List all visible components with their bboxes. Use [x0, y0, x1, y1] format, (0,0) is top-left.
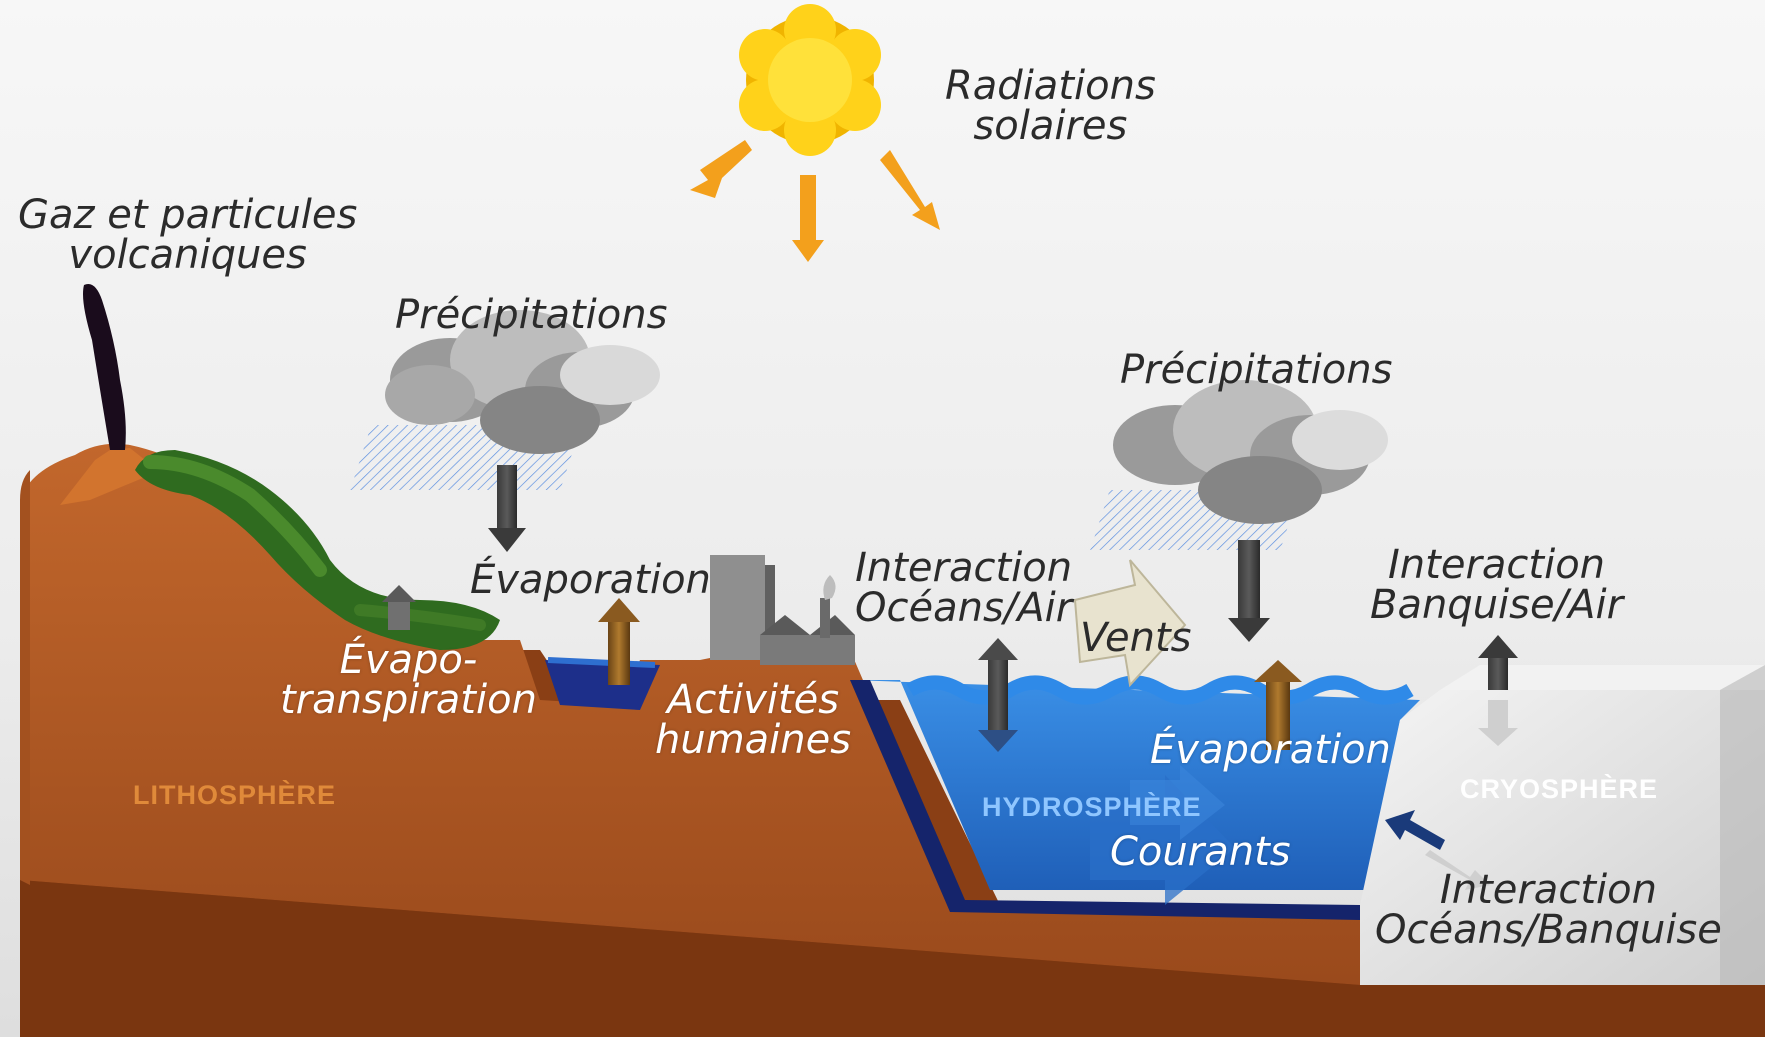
- evaporation-arrow: [1254, 660, 1302, 750]
- factory-icon: [710, 555, 855, 665]
- volcanic-gas-line-2: volcaniques: [68, 232, 307, 278]
- lake: [545, 660, 660, 710]
- ice-air-line-1: Interaction: [1388, 542, 1606, 588]
- evapotranspiration-label: Évapo- transpiration: [280, 640, 537, 720]
- ocean-air-interaction-label: Interaction Océans/Air: [855, 548, 1072, 628]
- current-arrow-icon: [1090, 775, 1235, 905]
- ice-air-interaction-label: Interaction Banquise/Air: [1370, 545, 1623, 625]
- evapotranspiration-line-1: Évapo-: [339, 637, 478, 683]
- human-activities-line-1: Activités: [667, 677, 840, 723]
- radiations-line-1: Radiations: [945, 63, 1156, 109]
- precipitation-label-left: Précipitations: [395, 292, 668, 338]
- cryosphere-zone-label: CRYOSPHÈRE: [1460, 774, 1659, 804]
- cryosphere-block: [1360, 665, 1765, 985]
- ocean-air-line-1: Interaction: [855, 545, 1073, 591]
- evapotranspiration-line-2: transpiration: [280, 677, 537, 723]
- lithosphere-zone-label: LITHOSPHÈRE: [133, 780, 337, 810]
- ocean-ice-line-1: Interaction: [1439, 867, 1657, 913]
- current-arrow-icon: [1130, 765, 1225, 840]
- ocean-air-line-2: Océans/Air: [855, 585, 1073, 631]
- hydrosphere-zone-label: HYDROSPHÈRE: [982, 792, 1202, 822]
- cloud-icon: [1090, 380, 1388, 550]
- banquise-air-arrow: [1478, 635, 1518, 746]
- sun-rays: [690, 140, 940, 262]
- radiations-label: Radiations solaires: [945, 66, 1156, 146]
- wind-arrow-icon: [1073, 559, 1187, 688]
- ocean-ice-arrow: [1385, 810, 1445, 850]
- evaporation-label-ocean: Évaporation: [1150, 727, 1391, 773]
- evaporation-arrow: [598, 598, 640, 685]
- currents-label: Courants: [1110, 829, 1291, 875]
- ocean-ice-arrow: [1425, 850, 1490, 890]
- volcano: [60, 284, 150, 505]
- winds-label: Vents: [1080, 615, 1192, 661]
- sun-icon: [739, 4, 881, 156]
- human-activities-label: Activités humaines: [655, 680, 851, 760]
- precipitation-arrow: [488, 465, 526, 552]
- volcanic-gas-label: Gaz et particules volcaniques: [18, 195, 357, 275]
- house-icon: [382, 585, 416, 630]
- precipitation-arrow: [1228, 540, 1270, 642]
- radiations-line-2: solaires: [973, 103, 1128, 149]
- evaporation-label-land: Évaporation: [470, 557, 711, 603]
- cloud-icon: [350, 310, 660, 490]
- volcanic-gas-line-1: Gaz et particules: [18, 192, 358, 238]
- ice-air-line-2: Banquise/Air: [1370, 582, 1624, 628]
- human-activities-line-2: humaines: [655, 717, 852, 763]
- precipitation-label-right: Précipitations: [1120, 347, 1393, 393]
- ocean-ice-interaction-label: Interaction Océans/Banquise: [1375, 870, 1722, 950]
- ocean-air-arrow: [978, 638, 1018, 752]
- ocean-ice-line-2: Océans/Banquise: [1375, 907, 1722, 953]
- smoke-plume-icon: [83, 284, 126, 450]
